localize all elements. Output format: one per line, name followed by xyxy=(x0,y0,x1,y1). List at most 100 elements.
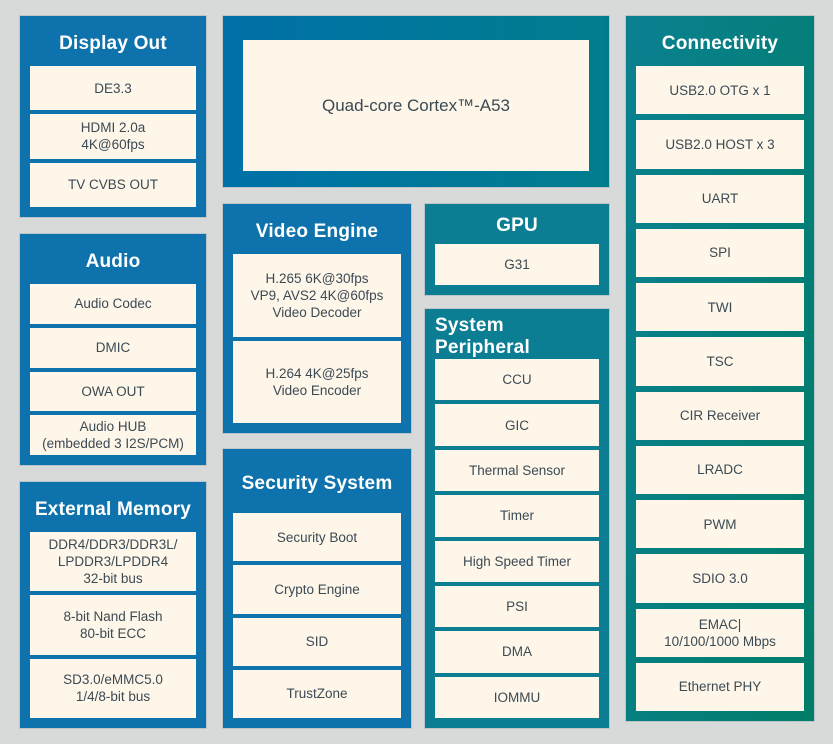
component-label-line: HDMI 2.0a xyxy=(80,120,146,136)
cpu-label: Quad-core Cortex™-A53 xyxy=(243,40,589,171)
component-label-line: USB2.0 HOST x 3 xyxy=(665,136,775,152)
component-box: Audio HUB(embedded 3 I2S/PCM) xyxy=(30,415,196,455)
component-label-line: Timer xyxy=(500,508,534,524)
component-box: GIC xyxy=(435,404,599,446)
component-box: Thermal Sensor xyxy=(435,449,599,492)
block-title: External Memory xyxy=(34,499,192,520)
block-title: GPU xyxy=(496,215,538,236)
component-box: OWA OUT xyxy=(30,371,196,412)
component-label-line: SID xyxy=(305,634,329,650)
component-label-line: 8-bit Nand Flash xyxy=(63,608,163,624)
component-box: USB2.0 OTG x 1 xyxy=(636,66,804,115)
component-box: PSI xyxy=(435,585,599,628)
component-label-line: SD3.0/eMMC5.0 xyxy=(63,672,163,688)
component-label-line: UART xyxy=(701,191,739,207)
component-label-line: USB2.0 OTG x 1 xyxy=(669,82,771,98)
component-list: USB2.0 OTG x 1 USB2.0 HOST x 3 UART SPI TWI T… xyxy=(636,66,804,711)
component-box: PWM xyxy=(636,500,804,549)
component-label-line: DDR4/DDR3/DDR3L/ xyxy=(48,537,178,553)
component-label-line: 1/4/8-bit bus xyxy=(75,689,151,705)
component-label-line: Audio HUB xyxy=(79,419,147,435)
component-label-line: TV CVBS OUT xyxy=(67,177,158,193)
block-title: System Peripheral xyxy=(435,315,530,358)
component-label-line: (embedded 3 I2S/PCM) xyxy=(42,436,184,452)
component-label-line: High Speed Timer xyxy=(462,553,572,569)
component-box: CIR Receiver xyxy=(636,391,804,440)
component-label-line: G31 xyxy=(504,257,530,272)
component-box: Security Boot xyxy=(233,513,401,562)
block-title: Audio xyxy=(85,251,141,272)
component-box: High Speed Timer xyxy=(435,540,599,582)
component-label-line: CIR Receiver xyxy=(679,408,761,424)
component-box: TV CVBS OUT xyxy=(30,162,196,207)
component-label-line: Audio Codec xyxy=(74,296,152,312)
component-box: TSC xyxy=(636,337,804,386)
component-label-line: SPI xyxy=(709,245,731,261)
component-label-line: SDIO 3.0 xyxy=(692,570,748,586)
component-box: G31 xyxy=(435,244,599,285)
component-label-line: Video Encoder xyxy=(272,382,362,398)
component-box: Timer xyxy=(435,495,599,537)
component-label-line: DMIC xyxy=(95,340,131,356)
component-label-line: VP9, AVS2 4K@60fps xyxy=(250,287,384,303)
component-label-line: 32-bit bus xyxy=(83,571,143,587)
block-title: Video Engine xyxy=(255,221,379,242)
component-box: UART xyxy=(636,174,804,223)
component-box: SID xyxy=(233,617,401,666)
component-label-line: TWI xyxy=(707,299,733,315)
component-label-line: DE3.3 xyxy=(94,80,132,96)
component-label-line: DMA xyxy=(502,644,532,660)
component-box: LRADC xyxy=(636,445,804,494)
component-label-line: H.264 4K@25fps xyxy=(265,365,369,381)
component-box: SPI xyxy=(636,228,804,277)
component-label-line: Ethernet PHY xyxy=(678,679,762,695)
component-box: DE3.3 xyxy=(30,66,196,111)
block-gpu: GPU G31 xyxy=(424,203,610,296)
component-box: TrustZone xyxy=(233,669,401,718)
component-label-line: Video Decoder xyxy=(272,304,362,320)
component-box: EMAC|10/100/1000 Mbps xyxy=(636,608,804,657)
component-label-line: OWA OUT xyxy=(81,383,145,399)
component-label-line: Crypto Engine xyxy=(274,581,360,597)
component-label-line: IOMMU xyxy=(493,689,541,705)
component-label-line: 10/100/1000 Mbps xyxy=(664,633,776,649)
component-list: G31 xyxy=(435,244,599,285)
component-label-line: H.265 6K@30fps xyxy=(265,270,369,286)
block-cpu: Quad-core Cortex™-A53 xyxy=(222,15,610,188)
component-box: CCU xyxy=(435,359,599,401)
component-box: SDIO 3.0 xyxy=(636,554,804,603)
component-label-line: 80-bit ECC xyxy=(79,625,147,641)
component-label-line: LRADC xyxy=(697,462,743,478)
block-title: Display Out xyxy=(59,33,167,54)
component-label-line: Thermal Sensor xyxy=(468,462,566,478)
component-label-line: LPDDR3/LPDDR4 xyxy=(57,554,169,570)
component-label-line: EMAC| xyxy=(698,616,742,632)
component-label-line: Security Boot xyxy=(276,529,358,545)
component-label-line: TrustZone xyxy=(286,686,348,702)
component-box: DMIC xyxy=(30,327,196,368)
component-label-line: GIC xyxy=(504,417,529,433)
component-box: TWI xyxy=(636,283,804,332)
block-title: Security System xyxy=(241,473,393,494)
